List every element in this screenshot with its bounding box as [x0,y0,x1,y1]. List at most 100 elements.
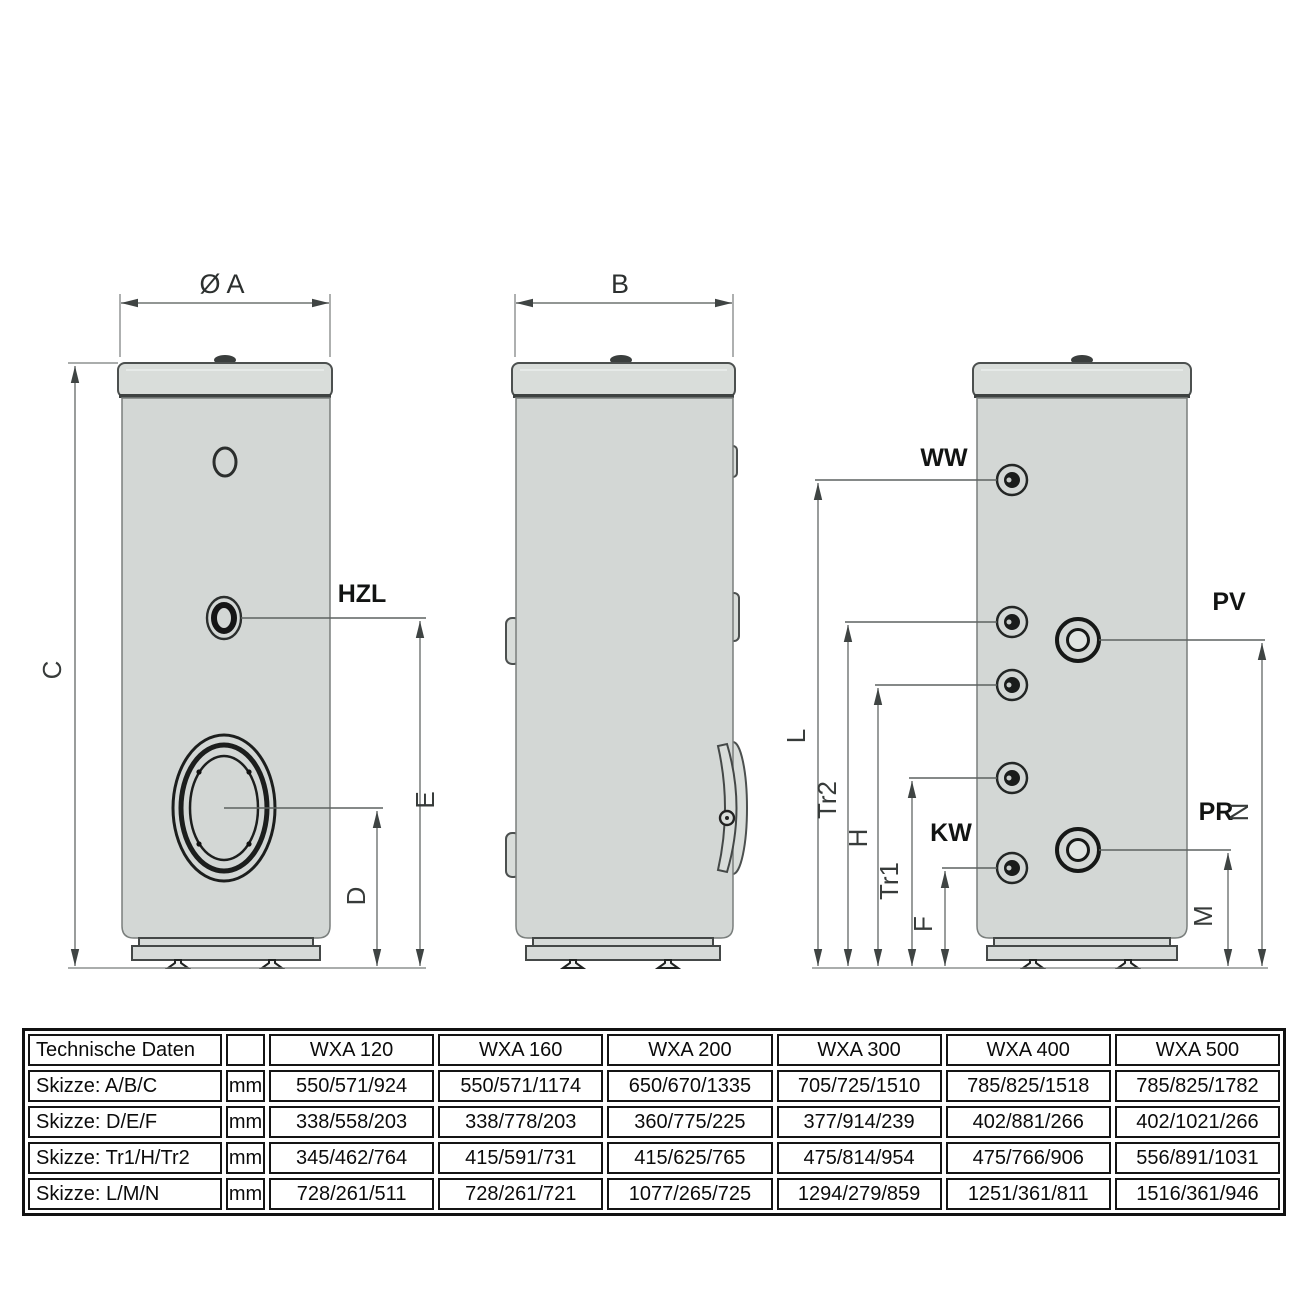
tank-body [121,397,331,939]
spec-col-header: WXA 200 [607,1034,773,1066]
spec-unit-cell: mm [226,1070,265,1102]
spec-col-header: WXA 120 [269,1034,435,1066]
spec-unit-cell: mm [226,1178,265,1210]
pedestal-lip [993,937,1171,947]
pedestal [131,945,321,961]
spec-row-label: Skizze: L/M/N [28,1178,222,1210]
foot [258,959,286,969]
spec-value-cell: 360/775/225 [607,1106,773,1138]
side-flange-face [716,742,738,874]
spec-value-cell: 475/814/954 [776,1142,942,1174]
port-label-hzl: HZL [338,580,387,608]
technical-drawing: Ø A C [37,269,1268,969]
spec-value-cell: 550/571/1174 [438,1070,604,1102]
h-port [995,668,1029,702]
spec-value-cell: 785/825/1518 [945,1070,1111,1102]
foot [654,959,682,969]
port-label-kw: KW [930,819,972,847]
dim-d: D [341,811,382,966]
pedestal [986,945,1178,961]
dim-m: M [1188,853,1233,966]
spec-value-cell: 402/881/266 [945,1106,1111,1138]
spec-value-cell: 415/625/765 [607,1142,773,1174]
pedestal [525,945,721,961]
spec-value-cell: 1077/265/725 [607,1178,773,1210]
tr2-port [995,605,1029,639]
pedestal-lip [138,937,314,947]
spec-value-cell: 338/558/203 [269,1106,435,1138]
spec-unit-cell: mm [226,1142,265,1174]
dim-b: B [514,269,734,357]
spec-value-cell: 550/571/924 [269,1070,435,1102]
tank-lid [117,362,333,398]
port-label-pv: PV [1212,588,1246,616]
dim-tr2: Tr2 [812,625,853,966]
kw-port [995,851,1029,885]
foot [1114,959,1142,969]
dim-label-h: H [843,829,873,848]
dim-label-b: B [611,269,629,299]
spec-table-title: Technische Daten [28,1034,222,1066]
tank-body [976,397,1188,939]
side-view: B [505,269,748,969]
front-view: Ø A C [37,269,440,969]
dim-f: F [908,871,950,966]
spec-value-cell: 650/670/1335 [607,1070,773,1102]
dim-label-f: F [908,916,938,932]
dim-label-tr2: Tr2 [812,781,842,819]
dim-h: H [843,688,883,966]
foot [164,959,192,969]
dim-label-diameter-a: Ø A [199,269,244,299]
ww-port [995,463,1029,497]
tank-lid [972,362,1192,398]
spec-value-cell: 402/1021/266 [1114,1106,1280,1138]
spec-col-header: WXA 160 [438,1034,604,1066]
spec-value-cell: 1251/361/811 [945,1178,1111,1210]
dim-label-c: C [37,661,67,680]
dim-label-d: D [341,887,371,906]
dim-a: Ø A [119,269,331,357]
spec-row-label: Skizze: A/B/C [28,1070,222,1102]
dim-label-l: L [781,729,811,743]
dim-label-tr1: Tr1 [874,862,904,900]
dim-l: L [781,483,823,966]
spec-value-cell: 785/825/1782 [1114,1070,1280,1102]
spec-value-cell: 728/261/721 [438,1178,604,1210]
spec-value-cell: 377/914/239 [776,1106,942,1138]
spec-row-label: Skizze: D/E/F [28,1106,222,1138]
dim-label-n: N [1224,803,1254,822]
spec-value-cell: 1516/361/946 [1114,1178,1280,1210]
flange-bolt-center [725,816,729,820]
tank-lid [511,362,736,398]
foot [1019,959,1047,969]
spec-unit-cell: mm [226,1106,265,1138]
spec-table: Technische Daten WXA 120 WXA 160 WXA 200… [22,1028,1286,1216]
foot [559,959,587,969]
rear-view: WW PV KW PR L Tr2 H Tr1 F N [781,355,1268,969]
port-label-pr: PR [1199,798,1234,826]
spec-value-cell: 728/261/511 [269,1178,435,1210]
spec-value-cell: 705/725/1510 [776,1070,942,1102]
pedestal-lip [532,937,714,947]
spec-value-cell: 556/891/1031 [1114,1142,1280,1174]
tr1-port [995,761,1029,795]
tank-side [505,355,748,969]
spec-col-header: WXA 500 [1114,1034,1280,1066]
pv-port [1055,617,1101,663]
tank-front [117,355,333,969]
sensor-port [212,446,238,478]
spec-col-header: WXA 400 [945,1034,1111,1066]
spec-value-cell: 345/462/764 [269,1142,435,1174]
port-label-ww: WW [920,444,968,472]
dim-n: N [1224,643,1267,966]
dim-e: E [410,621,440,966]
spec-col-header: WXA 300 [776,1034,942,1066]
spec-value-cell: 415/591/731 [438,1142,604,1174]
dim-c: C [37,362,118,966]
tank-body [515,397,734,939]
dim-label-m: M [1188,905,1218,927]
dim-tr1: Tr1 [874,781,917,966]
tank-rear [972,355,1192,969]
spec-value-cell: 338/778/203 [438,1106,604,1138]
